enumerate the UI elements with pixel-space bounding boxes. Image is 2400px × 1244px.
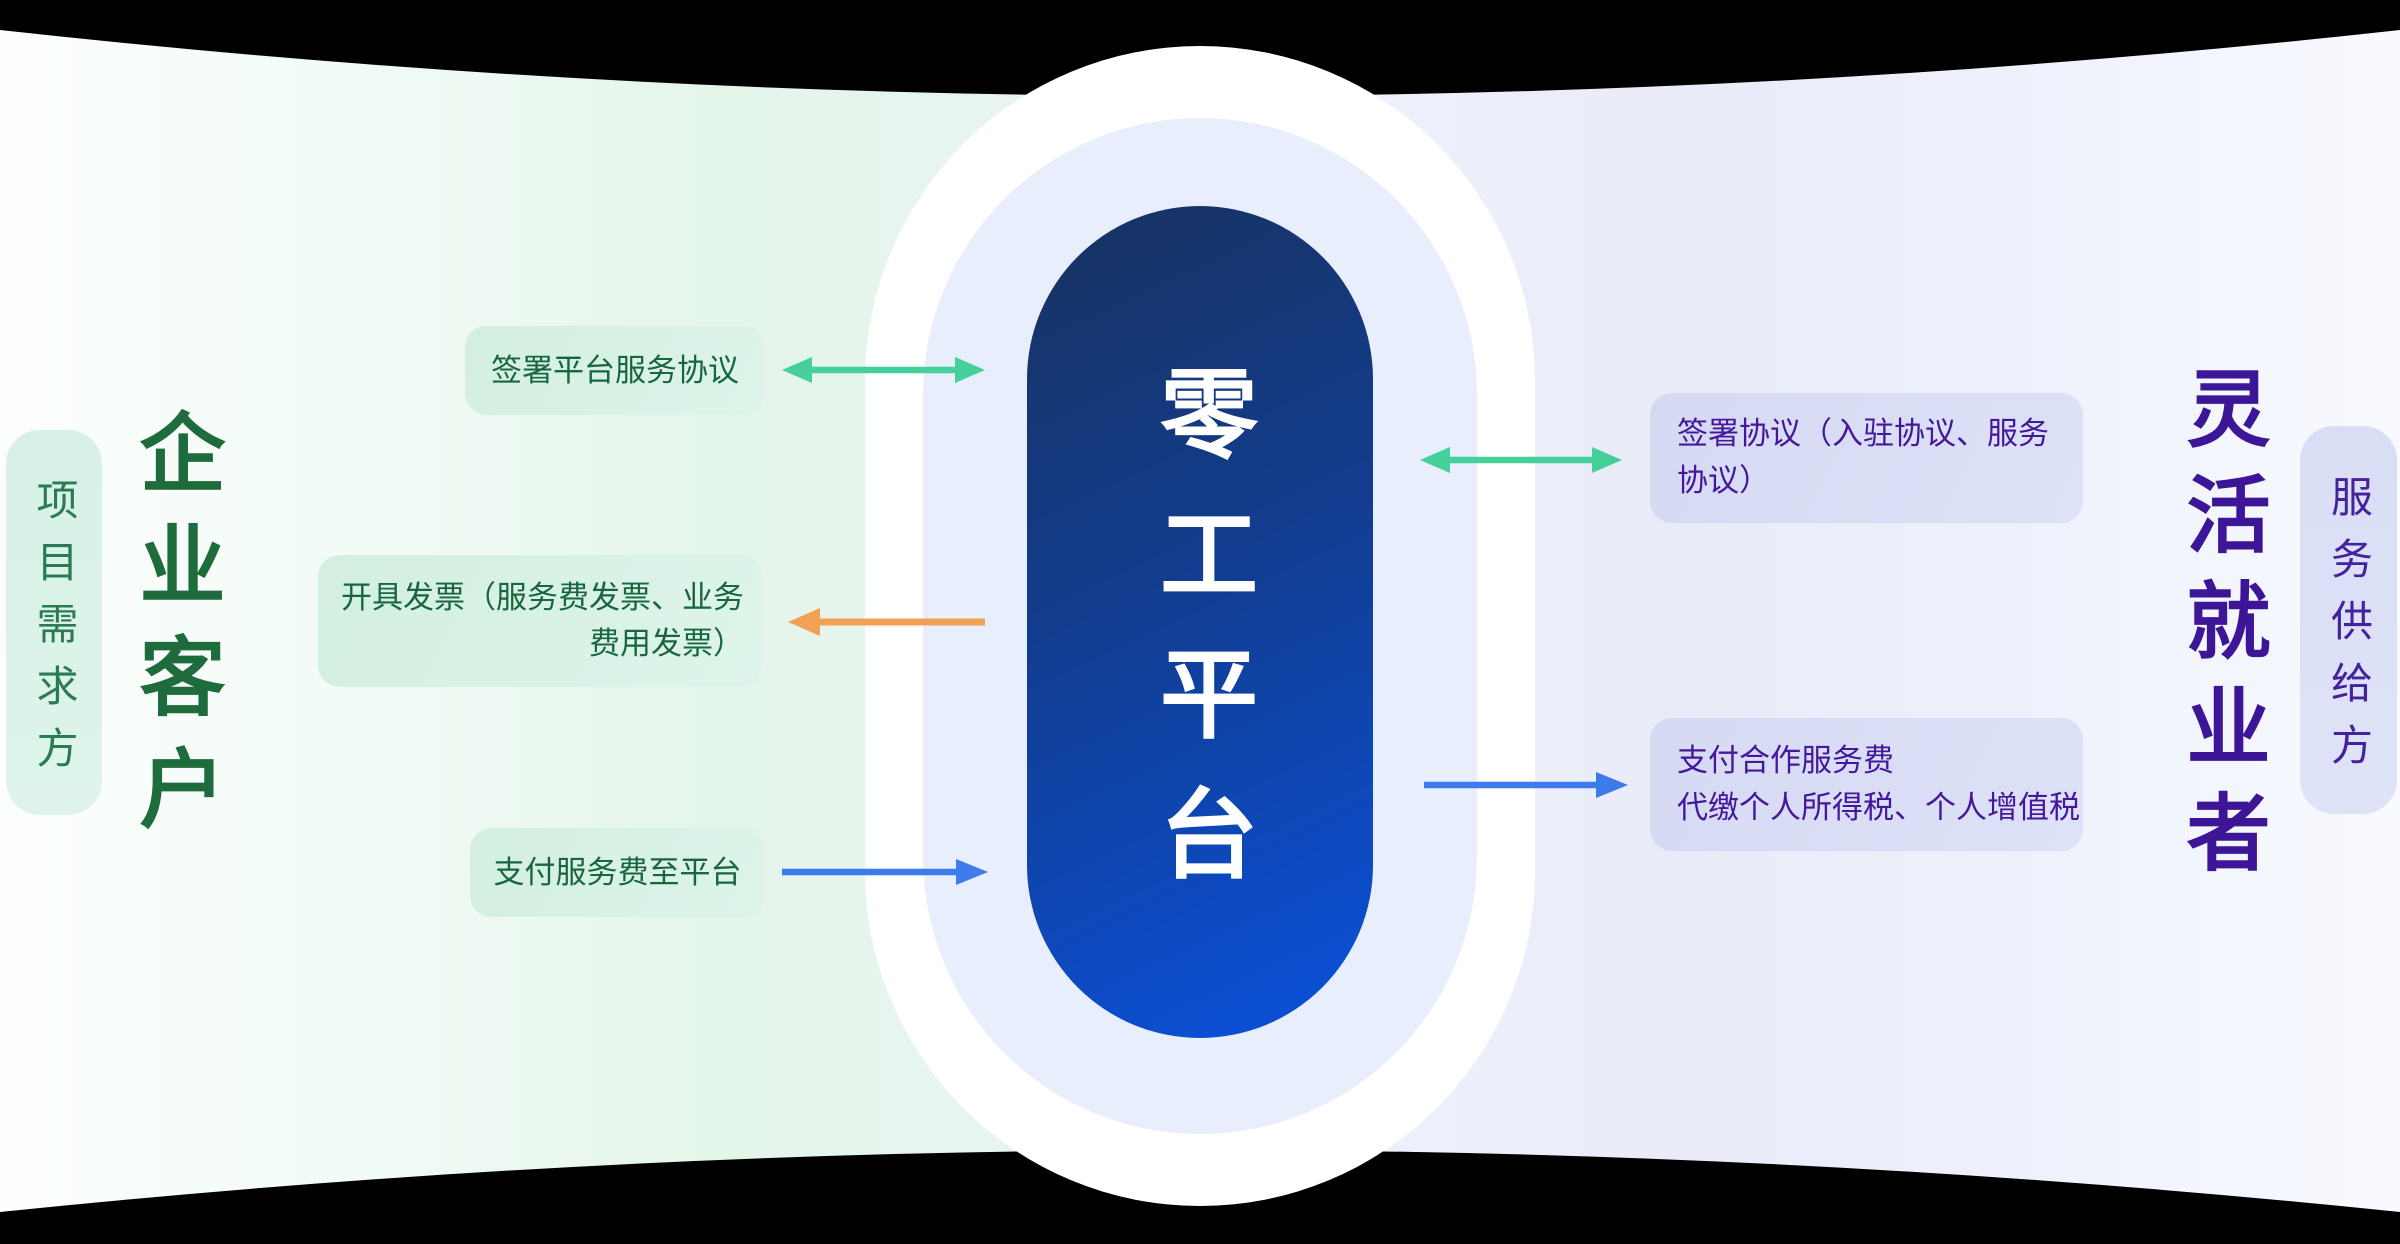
double-arrow-icon-sign-worker-agreement — [1420, 447, 1622, 473]
flow-box-text: 签署平台服务协议 — [491, 352, 739, 389]
project-demand-pill: 项目需求方 — [6, 430, 102, 815]
platform-title: 零工平台 — [1143, 363, 1257, 923]
double-arrow-icon-sign-platform-agreement — [782, 357, 985, 383]
flow-box-text-line2: 协议） — [1677, 463, 1770, 499]
project-demand-pill-label: 项目需求方 — [30, 477, 79, 788]
service-supply-pill: 服务供给方 — [2300, 426, 2397, 814]
enterprise-customer-title: 企业客户 — [124, 408, 224, 856]
flexible-worker-title: 灵活就业者 — [2173, 365, 2271, 895]
service-supply-pill-label: 服务供给方 — [2324, 475, 2374, 785]
flow-box-text-line2: 代缴个人所得税、个人增值税 — [1677, 789, 2080, 826]
flow-box-text-line1: 签署协议（入驻协议、服务 — [1677, 416, 2049, 452]
arrow-right-icon-pay-cooperation-fee — [1424, 772, 1628, 798]
flow-box-pay-cooperation-fee: 支付合作服务费 代缴个人所得税、个人增值税 — [1650, 718, 2083, 851]
arrow-right-icon-pay-service-fee — [782, 859, 988, 885]
flow-box-text: 支付服务费至平台 — [493, 854, 742, 891]
flow-box-sign-platform-agreement: 签署平台服务协议 — [465, 326, 765, 415]
flow-box-sign-worker-agreement: 签署协议（入驻协议、服务 协议） — [1650, 393, 2083, 523]
flow-box-text-line1: 支付合作服务费 — [1677, 742, 1894, 779]
flow-box-text-line1: 开具发票（服务费发票、业务 — [341, 580, 744, 616]
arrow-left-icon-issue-invoice — [788, 608, 985, 636]
flow-box-issue-invoice: 开具发票（服务费发票、业务 费用发票） — [318, 555, 762, 687]
flow-box-text-line2: 费用发票） — [589, 626, 744, 662]
flow-box-pay-service-fee: 支付服务费至平台 — [470, 828, 765, 917]
platform-capsule: 零工平台 — [1027, 206, 1373, 1038]
